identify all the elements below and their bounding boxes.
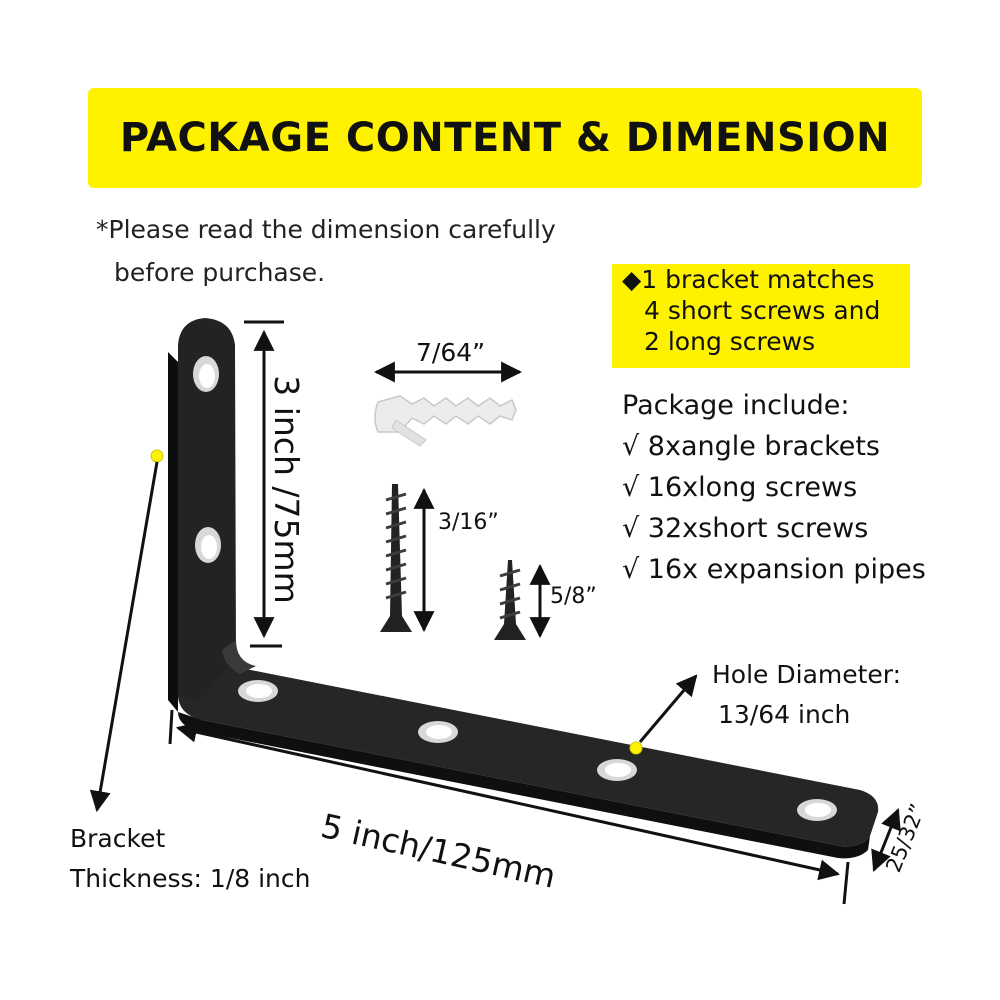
package-item: √ 8xangle brackets [622, 431, 881, 462]
short-screw-icon [494, 560, 551, 640]
short-screw-label: 5/8” [550, 584, 597, 609]
thickness-label: Bracket [70, 824, 166, 853]
match-line-2: 4 short screws and [644, 296, 881, 325]
match-info-box: ◆1 bracket matches 4 short screws and 2 … [612, 264, 910, 368]
hole-arrow-icon [638, 674, 698, 743]
expansion-anchor-icon [373, 361, 523, 447]
package-item: √ 16x expansion pipes [622, 554, 926, 585]
thickness-arrow-icon [89, 461, 159, 813]
long-screw-label: 3/16” [438, 510, 499, 535]
hole-marker-dot [629, 741, 643, 755]
hole-diameter-value: 13/64 inch [718, 700, 851, 729]
hole-diameter-label: Hole Diameter: [712, 660, 902, 689]
package-item: √ 32xshort screws [622, 513, 869, 544]
long-screw-icon [380, 484, 435, 633]
package-list: Package include: √ 8xangle brackets √ 16… [622, 385, 926, 590]
width-dimension-arrow-icon [871, 808, 901, 872]
page-title: PACKAGE CONTENT & DIMENSION [119, 115, 891, 161]
thickness-marker-dot [150, 449, 164, 463]
package-heading: Package include: [622, 390, 850, 421]
note-line-1: *Please read the dimension carefully [96, 215, 556, 244]
note-line-2: before purchase. [114, 258, 326, 287]
purchase-note: *Please read the dimension carefully bef… [96, 208, 556, 294]
height-dimension-arrow-icon [244, 320, 284, 648]
height-label: 3 inch /75mm [266, 375, 306, 604]
match-line-1: ◆1 bracket matches [622, 265, 875, 294]
title-banner: PACKAGE CONTENT & DIMENSION [88, 88, 922, 188]
length-dimension-arrow-icon [168, 709, 850, 905]
match-line-3: 2 long screws [644, 327, 816, 356]
thickness-value: Thickness: 1/8 inch [70, 864, 311, 893]
package-item: √ 16xlong screws [622, 472, 858, 503]
anchor-width-label: 7/64” [416, 338, 486, 367]
